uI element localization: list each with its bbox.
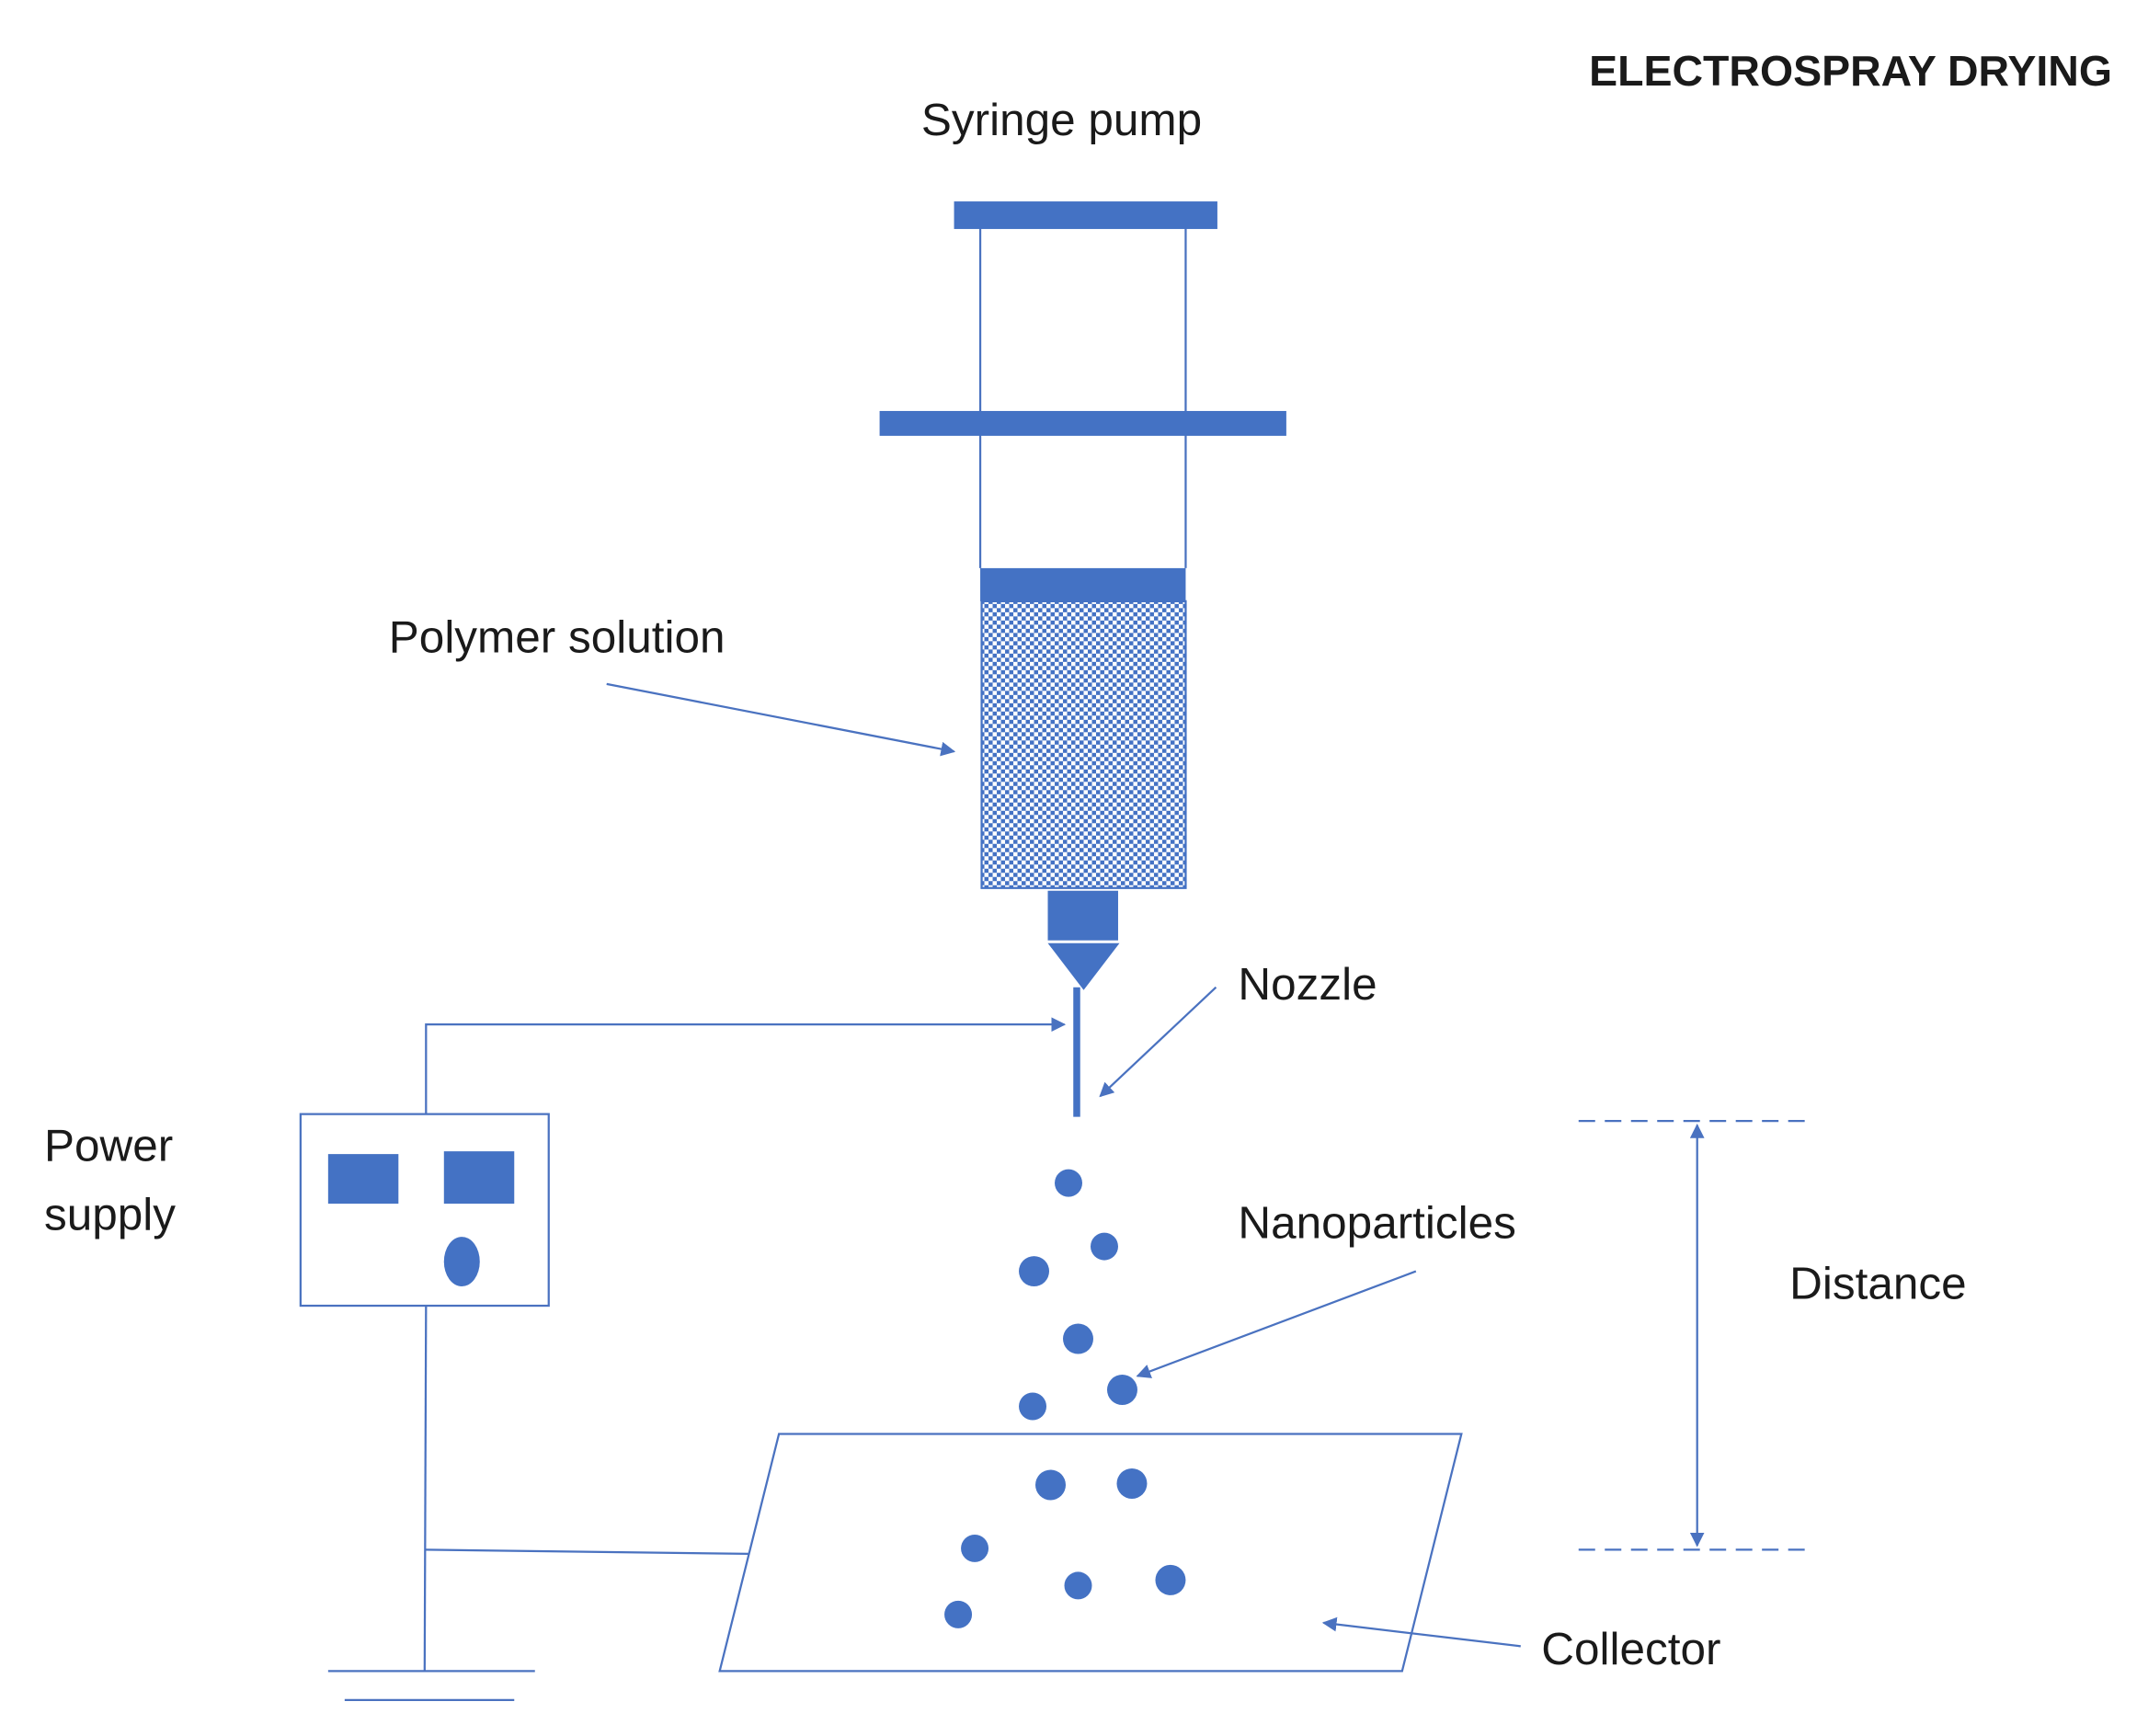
- nanoparticle: [961, 1534, 989, 1562]
- power-supply-box: [299, 1113, 550, 1308]
- nozzle-label: Nozzle: [1238, 959, 1377, 1010]
- nanoparticles-arrow: [1136, 1270, 1417, 1378]
- power-to-nozzle-wire: [425, 1017, 1067, 1114]
- syringe: [879, 201, 1286, 1117]
- polymer-solution-arrow: [606, 682, 956, 757]
- nanoparticle: [1035, 1469, 1067, 1501]
- nanoparticle: [1155, 1564, 1186, 1595]
- nozzle-cone: [1047, 942, 1120, 990]
- nanoparticle: [1063, 1323, 1093, 1354]
- power-supply-knob: [443, 1237, 480, 1287]
- nozzle-arrow: [1099, 986, 1217, 1098]
- polymer-solution-label: Polymer solution: [389, 611, 726, 662]
- collector-arrow: [1321, 1616, 1521, 1648]
- distance-label: Distance: [1789, 1259, 1966, 1309]
- power-supply: [299, 1113, 550, 1308]
- collector-wire: [424, 1548, 749, 1556]
- nanoparticle: [1055, 1169, 1082, 1197]
- diagram-title: ELECTROSPRAY DRYING: [1589, 47, 2112, 95]
- ground-wire: [423, 1306, 428, 1672]
- plunger-head: [980, 567, 1186, 601]
- collector-plate: [718, 1433, 1463, 1673]
- nanoparticle: [944, 1600, 973, 1628]
- power-supply-display-right: [443, 1151, 515, 1205]
- polymer-solution-barrel: [980, 600, 1187, 889]
- distance-indicator: [1578, 1120, 1813, 1551]
- nanoparticle: [1116, 1468, 1148, 1499]
- nanoparticle: [1090, 1232, 1118, 1261]
- power-supply-label-line1: Power: [44, 1121, 173, 1171]
- nanoparticles-label: Nanoparticles: [1238, 1198, 1515, 1249]
- power-supply-label-line2: supply: [44, 1190, 176, 1240]
- collector-label: Collector: [1541, 1624, 1720, 1674]
- nanoparticle: [1019, 1256, 1050, 1287]
- syringe-pump-label: Syringe pump: [921, 95, 1202, 145]
- power-supply-display-left: [327, 1154, 399, 1205]
- syringe-flange: [879, 410, 1286, 436]
- plunger-top-bar: [954, 201, 1217, 230]
- syringe-tip: [1047, 890, 1118, 941]
- nanoparticle: [1106, 1375, 1137, 1405]
- nanoparticles: [944, 1169, 1186, 1628]
- nanoparticle: [1064, 1571, 1092, 1600]
- nanoparticle: [1019, 1392, 1047, 1421]
